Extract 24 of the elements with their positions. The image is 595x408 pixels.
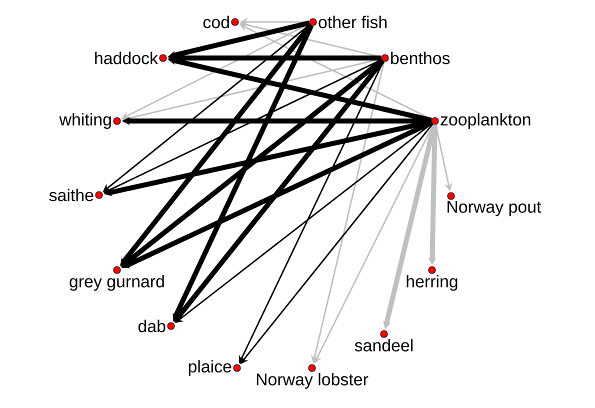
species-node: Norway lobster xyxy=(256,364,368,389)
species-node: cod xyxy=(203,16,239,28)
node-label: whiting xyxy=(59,113,111,129)
node-label: dab xyxy=(138,320,166,332)
species-node: dab xyxy=(138,320,175,332)
species-node: Norway pout xyxy=(447,192,542,216)
species-node: plaice xyxy=(188,360,241,376)
node-label: sandeel xyxy=(354,339,413,352)
species-node: herring xyxy=(406,266,458,291)
node-label: saithe xyxy=(49,188,94,202)
node-label: Norway lobster xyxy=(256,373,368,389)
species-node: grey gurnard xyxy=(70,266,164,291)
species-node: sandeel xyxy=(354,330,413,352)
node-label: herring xyxy=(406,275,458,291)
species-node: whiting xyxy=(59,113,121,129)
node-label: Norway pout xyxy=(448,200,542,216)
species-node: zooplankton xyxy=(431,113,530,129)
species-node: benthos xyxy=(381,52,450,64)
species-node: haddock xyxy=(95,52,167,64)
node-label: cod xyxy=(203,16,229,28)
species-node: other fish xyxy=(309,16,387,28)
node-label: grey gurnard xyxy=(70,275,164,291)
species-node: saithe xyxy=(49,188,103,202)
node-label: plaice xyxy=(188,360,232,376)
